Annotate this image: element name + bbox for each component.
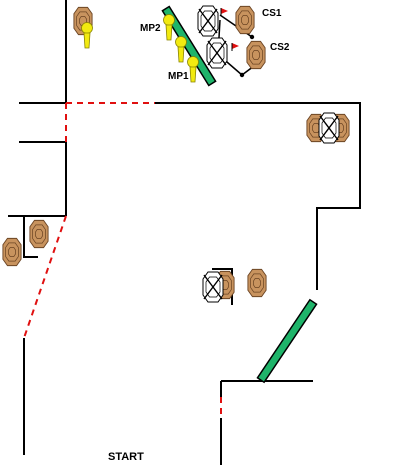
wall (155, 102, 361, 290)
crossed-white-octagon-no-shoot-icon (206, 37, 228, 69)
yellow-popper-icon (187, 56, 199, 83)
tan-octagon-target-icon (247, 268, 267, 298)
flag-icon (232, 43, 239, 49)
swinger-hardware (220, 8, 255, 78)
swinger-pivot (239, 72, 245, 78)
tan-octagon-target-icon (235, 5, 255, 35)
swinger-pivot (249, 34, 255, 40)
flag-icon (221, 8, 228, 14)
crossed-white-octagon-no-shoot-icon (318, 112, 340, 144)
crossed-white-octagon-no-shoot-icon (202, 271, 224, 303)
crossed-white-octagon-no-shoot-icon (197, 5, 219, 37)
walls (8, 0, 361, 465)
barricade-bottom (256, 298, 318, 384)
label-mp1: MP1 (168, 71, 189, 82)
barricade-top (161, 5, 217, 87)
label-start: START (108, 451, 144, 463)
shoot-targets (2, 5, 350, 300)
yellow-popper-icon (81, 22, 93, 49)
label-mp2: MP2 (140, 23, 161, 34)
tan-octagon-target-icon (2, 237, 22, 267)
label-cs2: CS2 (270, 42, 290, 53)
wall (23, 217, 38, 258)
label-cs1: CS1 (262, 8, 282, 19)
tan-octagon-target-icon (246, 40, 266, 70)
fault-lines (23, 102, 222, 418)
yellow-popper-icon (175, 36, 187, 63)
tan-octagon-target-icon (29, 219, 49, 249)
